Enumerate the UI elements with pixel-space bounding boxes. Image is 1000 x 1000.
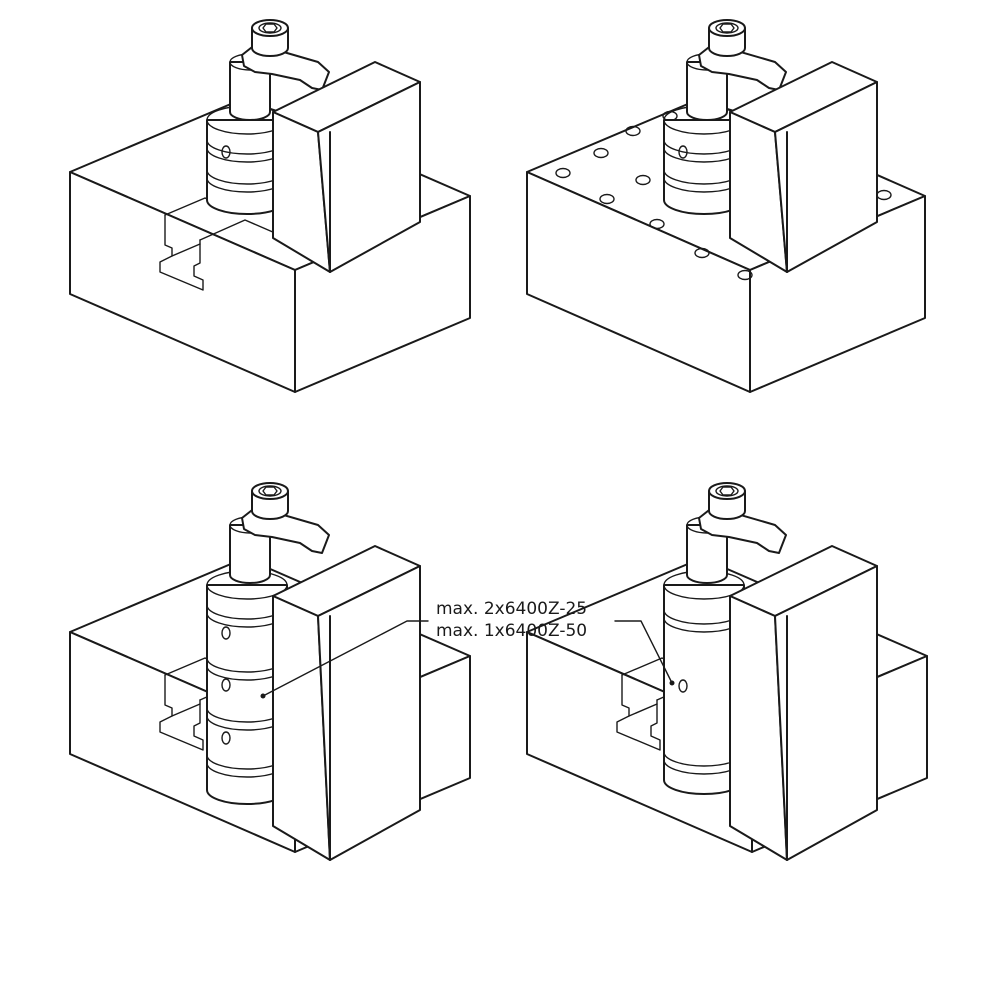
hole-grid bbox=[555, 110, 892, 281]
assembly-hole-base-top-right bbox=[526, 19, 926, 393]
leader-line-right bbox=[614, 620, 673, 684]
medium-cylinder bbox=[663, 482, 787, 795]
assembly-single-stack-bottom-right bbox=[526, 482, 928, 861]
callout-line-1: max. 2x6400Z-25 bbox=[436, 599, 587, 619]
tall-jaw-block bbox=[272, 545, 421, 861]
callout: max. 2x6400Z-25 max. 1x6400Z-50 bbox=[262, 599, 673, 697]
leader-line-left bbox=[262, 620, 429, 697]
callout-line-2: max. 1x6400Z-50 bbox=[436, 621, 587, 641]
medium-jaw-block bbox=[729, 545, 878, 861]
assembly-slot-base-top-left bbox=[69, 19, 471, 393]
tall-cylinder bbox=[206, 482, 330, 805]
assembly-tall-stack-bottom-left bbox=[69, 482, 471, 861]
